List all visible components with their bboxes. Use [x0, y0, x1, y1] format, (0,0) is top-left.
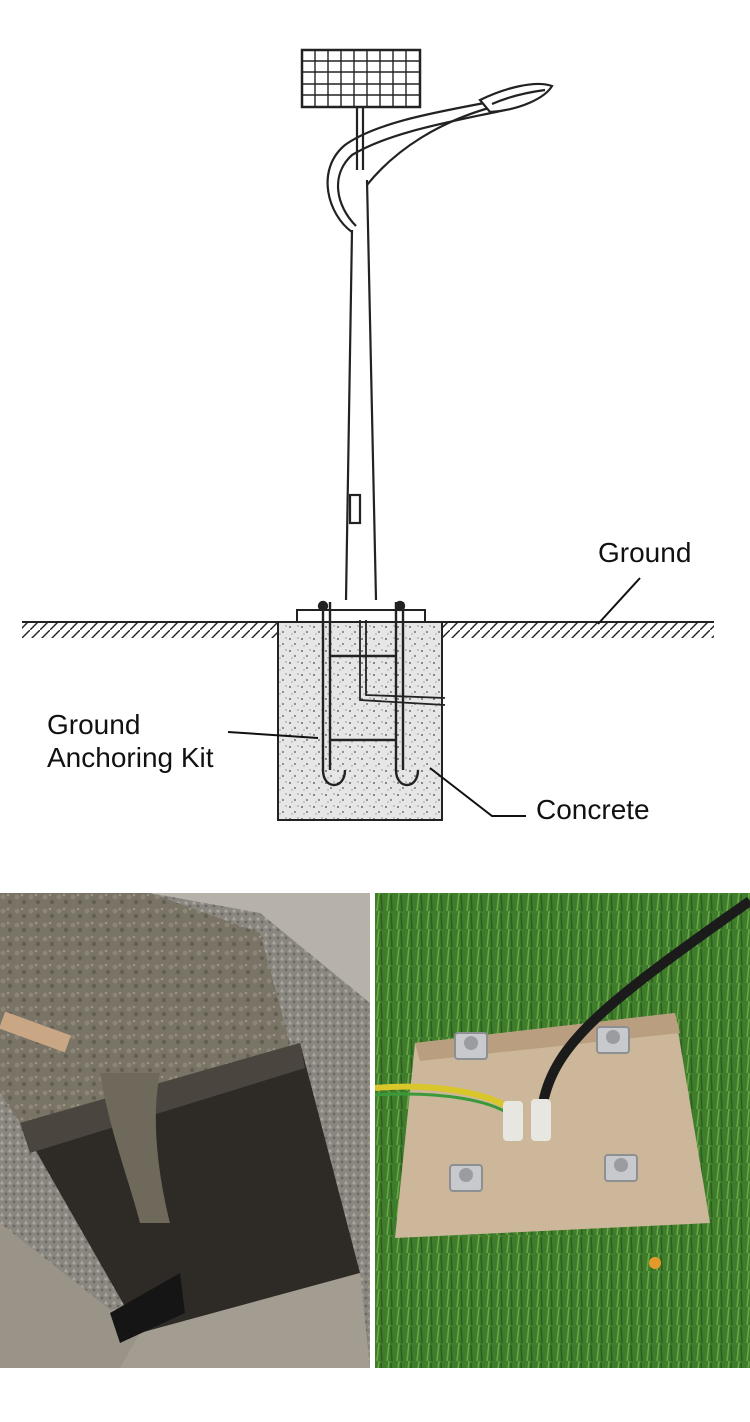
finished-foundation-photo: [375, 893, 750, 1368]
ground-label: Ground: [598, 537, 692, 568]
light-pole: [326, 82, 554, 601]
ground-line: [22, 621, 714, 638]
solar-street-light-foundation-diagram: [22, 48, 714, 821]
concrete-label: Concrete: [536, 794, 650, 825]
pouring-concrete-photo: [0, 893, 370, 1368]
anchoring-kit-label-line2: Anchoring Kit: [47, 742, 214, 773]
anchoring-kit: [317, 600, 446, 787]
leader-lines: [227, 577, 641, 817]
solar-panel: [300, 48, 422, 109]
anchoring-kit-label: Ground Anchoring Kit: [47, 708, 214, 774]
anchoring-kit-label-line1: Ground: [47, 709, 141, 740]
